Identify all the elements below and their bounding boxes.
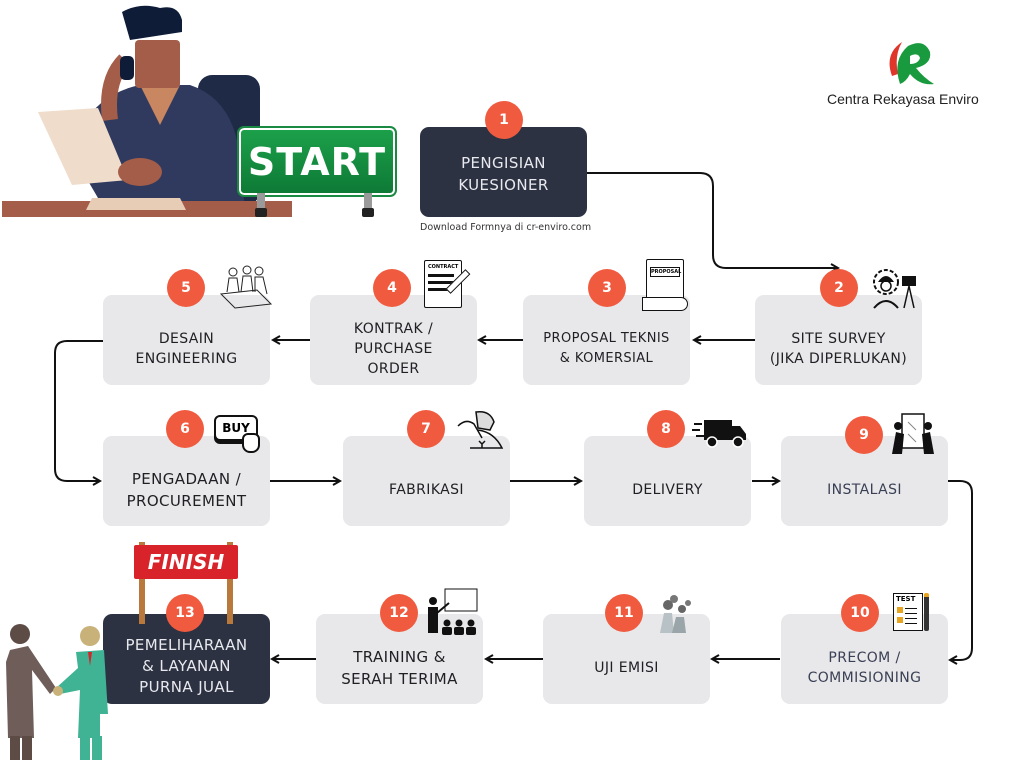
- contract-icon: CONTRACT: [422, 258, 472, 308]
- step-7-label: FABRIKASI: [389, 482, 464, 498]
- engineers-icon: [219, 265, 273, 309]
- connector-1-2: [587, 172, 838, 268]
- step-13-label: PEMELIHARAAN & LAYANAN PURNA JUAL: [125, 635, 248, 696]
- step-1-note[interactable]: Download Formnya di cr-enviro.com: [420, 222, 592, 233]
- connector-5-6: [54, 340, 103, 481]
- step-3-badge: 3: [588, 269, 626, 307]
- step-2-label: SITE SURVEY (JIKA DIPERLUKAN): [769, 331, 908, 367]
- company-logo-icon: [889, 42, 934, 85]
- step-4-box[interactable]: KONTRAK / PURCHASE ORDER: [310, 295, 477, 385]
- step-3-box[interactable]: PROPOSAL TEKNIS & KOMERSIAL: [523, 295, 690, 385]
- finish-pole-left: [139, 542, 145, 624]
- installers-icon: [892, 413, 934, 454]
- step-6-label: PENGADAAN / PROCUREMENT: [126, 470, 247, 510]
- step-7-box[interactable]: FABRIKASI: [343, 436, 510, 526]
- handshake-illustration: [6, 624, 108, 760]
- step-1-label: PENGISIAN KUESIONER: [458, 154, 549, 194]
- step-4-label: KONTRAK / PURCHASE ORDER: [353, 321, 434, 377]
- step-10-badge: 10: [841, 594, 879, 632]
- step-5-label: DESAIN ENGINEERING: [135, 331, 238, 367]
- step-8-label: DELIVERY: [632, 482, 703, 498]
- step-8-box[interactable]: DELIVERY: [584, 436, 751, 526]
- step-5-badge: 5: [167, 269, 205, 307]
- step-13-badge: 13: [166, 594, 204, 632]
- start-sign-post-right: [364, 193, 372, 211]
- connector-9-10: [948, 480, 973, 660]
- start-sign-post-left: [257, 193, 265, 211]
- step-9-badge: 9: [845, 416, 883, 454]
- step-5-box[interactable]: DESAIN ENGINEERING: [103, 295, 270, 385]
- step-6-box[interactable]: PENGADAAN / PROCUREMENT: [103, 436, 270, 526]
- proposal-icon: PROPOSAL: [642, 259, 688, 313]
- finish-pole-right: [227, 542, 233, 624]
- truck-icon: [692, 420, 746, 448]
- step-12-badge: 12: [380, 594, 418, 632]
- step-8-badge: 8: [647, 410, 685, 448]
- step-11-badge: 11: [605, 594, 643, 632]
- start-sign: START: [237, 126, 397, 197]
- step-1-badge: 1: [485, 101, 523, 139]
- test-checklist-icon: TEST: [893, 593, 933, 633]
- start-sign-foot-right: [362, 208, 374, 217]
- step-3-label: PROPOSAL TEKNIS & KOMERSIAL: [543, 331, 670, 366]
- start-sign-foot-left: [255, 208, 267, 217]
- step-13-box[interactable]: PEMELIHARAAN & LAYANAN PURNA JUAL: [103, 614, 270, 704]
- step-9-label: INSTALASI: [827, 482, 902, 498]
- buy-button-icon: BUY: [214, 415, 264, 453]
- welder-icon: [457, 410, 504, 449]
- finish-banner: FINISH: [134, 545, 238, 579]
- step-2-badge: 2: [820, 269, 858, 307]
- step-12-box[interactable]: TRAINING & SERAH TERIMA: [316, 614, 483, 704]
- step-1-box[interactable]: PENGISIAN KUESIONER: [420, 127, 587, 217]
- step-7-badge: 7: [407, 410, 445, 448]
- surveyor-icon: [873, 269, 916, 309]
- step-12-label: TRAINING & SERAH TERIMA: [341, 648, 458, 688]
- smokestack-icon: [660, 595, 691, 633]
- step-4-badge: 4: [373, 269, 411, 307]
- step-2-box[interactable]: SITE SURVEY (JIKA DIPERLUKAN): [755, 295, 922, 385]
- step-11-label: UJI EMISI: [594, 660, 659, 676]
- step-6-badge: 6: [166, 410, 204, 448]
- step-10-label: PRECOM / COMMISIONING: [807, 650, 922, 686]
- company-name: Centra Rekayasa Enviro: [827, 91, 979, 107]
- training-icon: [428, 588, 478, 635]
